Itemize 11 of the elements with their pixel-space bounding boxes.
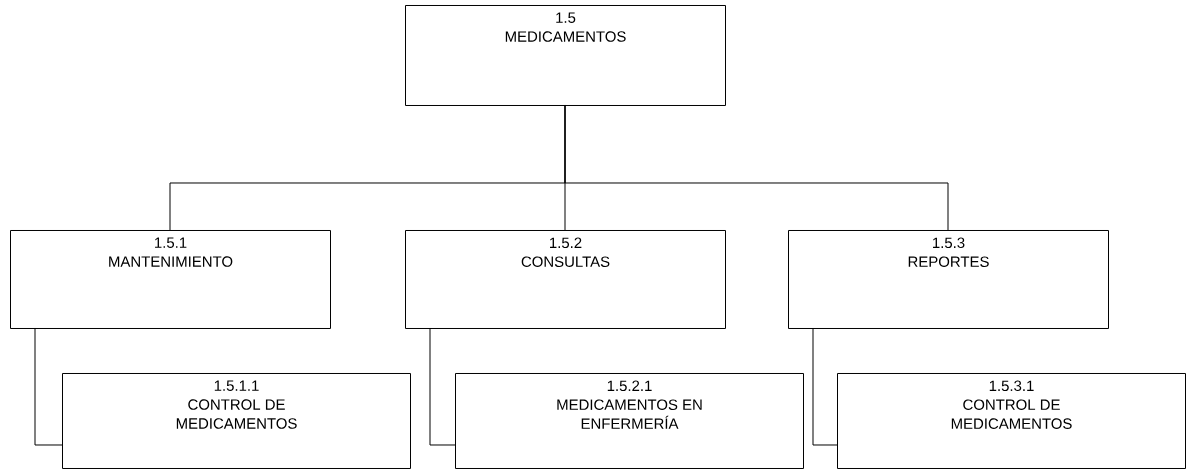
- connector-line: [564, 104, 949, 231]
- box: 1.5.1 MANTENIMIENTO: [10, 230, 331, 329]
- box: 1.5.3.1 CONTROL DE MEDICAMENTOS: [837, 373, 1186, 469]
- box: 1.5.1.1 CONTROL DE MEDICAMENTOS: [62, 373, 411, 469]
- box: 1.5.3 REPORTES: [788, 230, 1109, 329]
- connector-line: [34, 327, 63, 446]
- connector-line: [812, 327, 838, 446]
- box: 1.5.2.1 MEDICAMENTOS EN ENFERMERÍA: [455, 373, 804, 469]
- connector-line: [429, 327, 456, 446]
- box: 1.5.2 CONSULTAS: [405, 230, 726, 329]
- box: 1.5 MEDICAMENTOS: [405, 5, 726, 106]
